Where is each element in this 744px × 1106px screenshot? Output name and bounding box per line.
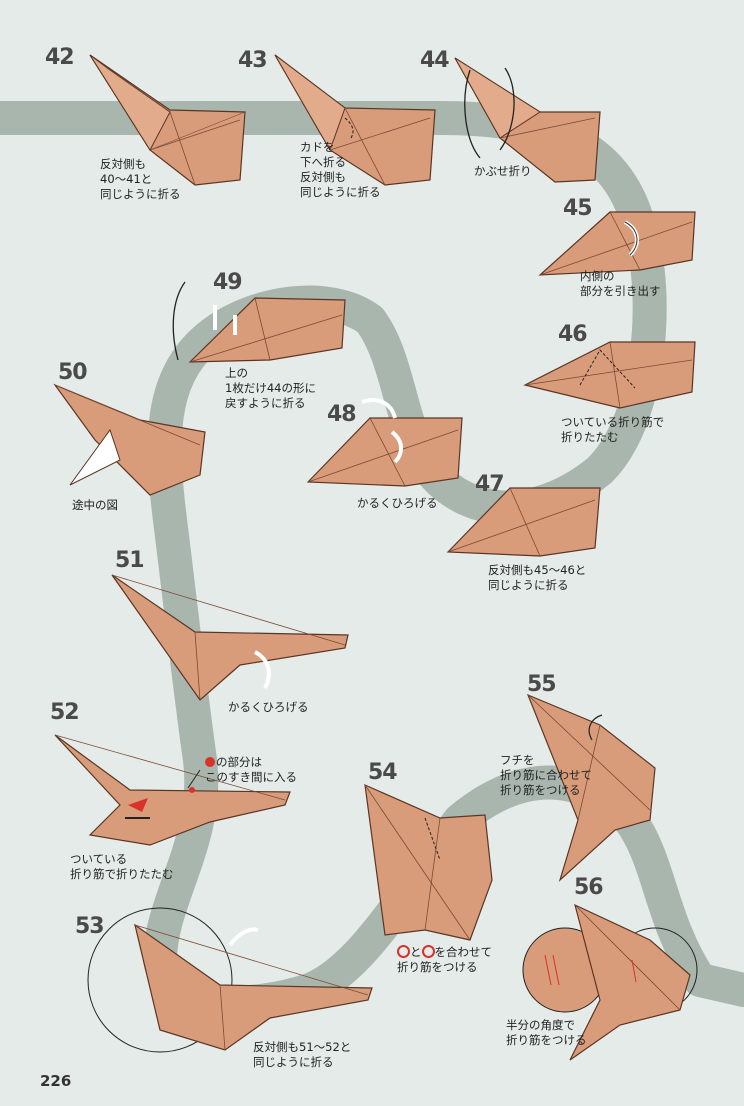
model-step-54 [364, 784, 493, 941]
step-number-55: 55 [527, 672, 557, 697]
model-step-48 [306, 398, 463, 487]
model-step-49 [172, 281, 346, 363]
step-number-53: 53 [75, 914, 105, 939]
caption-step-43: カドを下へ折る反対側も同じように折る [300, 140, 381, 199]
model-step-51 [111, 574, 349, 701]
model-step-56 [522, 903, 698, 1061]
caption-step-52: ついている折り筋で折りたたむ [70, 852, 174, 881]
step-number-50: 50 [58, 360, 88, 385]
step-number-46: 46 [558, 322, 588, 347]
model-step-43 [274, 54, 436, 186]
caption-step-50: 途中の図 [72, 498, 118, 512]
caption-step-55: フチを折り筋に合わせて折り筋をつける [500, 753, 592, 797]
step-number-56: 56 [574, 875, 604, 900]
caption-step-46: ついている折り筋で折りたたむ [561, 415, 665, 444]
red-dot-icon [205, 757, 215, 767]
model-step-46 [523, 341, 696, 409]
step-number-43: 43 [238, 48, 268, 73]
step-number-45: 45 [563, 196, 593, 221]
caption-step-54: とを合わせて 折り筋をつける [397, 945, 492, 974]
caption-step-45: 内側の部分を引き出す [580, 269, 661, 298]
caption-step-47: 反対側も45～46と同じように折る [488, 563, 587, 592]
note-step-52: の部分は このすき間に入る [205, 755, 297, 784]
step-number-54: 54 [368, 760, 398, 785]
model-step-45 [538, 211, 696, 276]
step-number-48: 48 [327, 402, 357, 427]
step-number-44: 44 [420, 48, 450, 73]
step-number-52: 52 [50, 700, 80, 725]
model-step-44 [454, 57, 601, 183]
caption-step-48: かるくひろげる [357, 496, 438, 510]
red-ring-icon [421, 945, 435, 958]
step-number-49: 49 [213, 270, 243, 295]
model-step-50 [53, 383, 206, 496]
page-number: 226 [40, 1072, 72, 1090]
step-number-47: 47 [475, 472, 505, 497]
red-ring-icon [397, 945, 410, 958]
step-number-42: 42 [45, 45, 75, 70]
caption-step-51: かるくひろげる [228, 700, 309, 714]
model-step-52 [54, 734, 291, 846]
caption-step-53: 反対側も51～52と同じように折る [253, 1040, 352, 1069]
step-number-51: 51 [115, 548, 145, 573]
model-step-53 [87, 907, 373, 1053]
model-step-42 [89, 54, 246, 186]
model-step-55 [526, 693, 656, 882]
caption-step-56: 半分の角度で折り筋をつける [506, 1018, 587, 1047]
caption-step-44: かぶせ折り [474, 164, 532, 178]
model-step-47 [446, 487, 601, 557]
